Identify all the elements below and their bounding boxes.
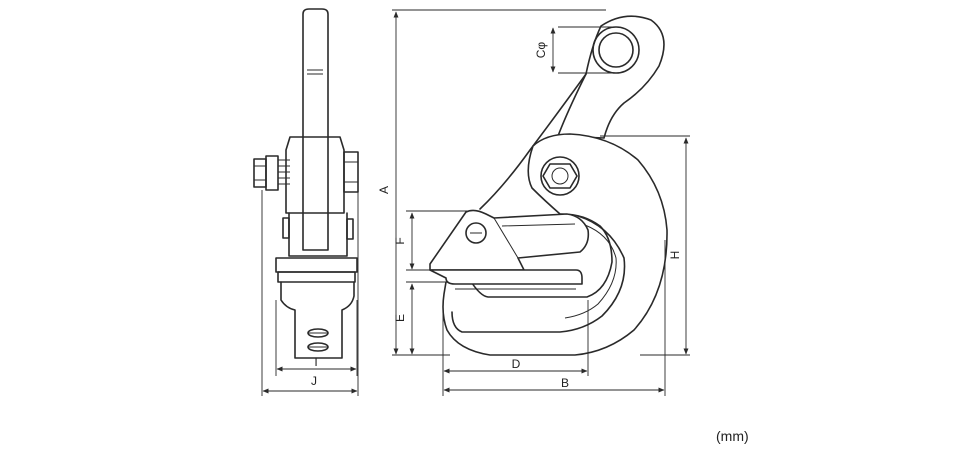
dimension-I: I bbox=[275, 300, 358, 376]
dimension-J: J bbox=[261, 190, 359, 396]
dimension-label-D: D bbox=[512, 357, 521, 371]
dimension-D: D bbox=[442, 300, 589, 396]
dimension-label-F: F bbox=[393, 237, 407, 244]
dimension-label-A: A bbox=[377, 186, 391, 194]
dimension-B: B bbox=[443, 240, 666, 396]
unit-label: (mm) bbox=[716, 428, 749, 444]
dimension-label-E: E bbox=[393, 314, 407, 322]
dimension-E: E bbox=[393, 281, 450, 356]
dimension-label-H: H bbox=[668, 251, 682, 260]
side-view bbox=[253, 8, 359, 359]
dimension-label-J: J bbox=[311, 374, 317, 388]
dimension-label-B: B bbox=[561, 376, 569, 390]
dimension-label-I: I bbox=[314, 355, 317, 369]
dimension-C: Cφ bbox=[534, 26, 612, 74]
dimension-label-C: Cφ bbox=[534, 42, 548, 59]
dimension-F: F bbox=[393, 210, 470, 271]
front-view bbox=[429, 15, 668, 356]
